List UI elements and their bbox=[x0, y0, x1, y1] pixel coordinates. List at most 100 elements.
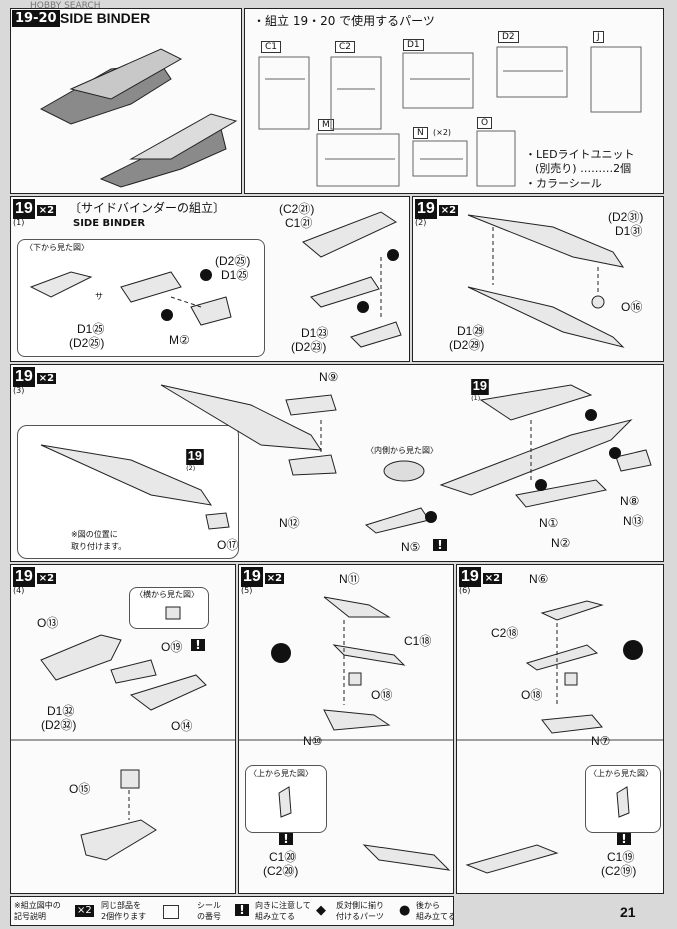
part-label: N⑫ bbox=[279, 516, 300, 530]
led-note-1: ・LEDライトユニット bbox=[525, 148, 635, 161]
legend-text: シール bbox=[197, 901, 221, 910]
step-badge: 19×2 (1) bbox=[13, 199, 57, 227]
step-19-4-diagram bbox=[11, 606, 235, 861]
runner-o: O bbox=[477, 117, 493, 129]
part-label: D1㉕ bbox=[221, 268, 249, 282]
part-label: D1㉜ bbox=[47, 704, 75, 718]
inset-caption: 〈下から見た図〉 bbox=[25, 243, 89, 252]
part-label: C1⑲ bbox=[607, 850, 635, 864]
part-label: D1㉕ bbox=[77, 322, 105, 336]
step-badge: 19×2 (6) bbox=[459, 567, 503, 595]
part-label: O⑯ bbox=[621, 300, 643, 314]
step-19-4-panel: 19×2 (4) 〈横から見た図〉 O⑬ O⑲ ! D1㉜ (D2㉜) O⑭ O… bbox=[10, 564, 236, 894]
part-label: N⑪ bbox=[339, 572, 360, 586]
legend-text: の番号 bbox=[197, 912, 221, 921]
part-label: (D2㉜) bbox=[41, 718, 77, 732]
part-label: D1㉓ bbox=[301, 326, 329, 340]
legend-title: 記号説明 bbox=[14, 912, 46, 921]
step-19-5-panel: 19×2 (5) 〈上から見た図〉 N⑪ C1⑱ O⑱ N⑩ ! C1⑳ (C2… bbox=[238, 564, 454, 894]
runner-n: N bbox=[413, 127, 428, 139]
part-label: M② bbox=[169, 333, 190, 347]
part-label: C1⑳ bbox=[269, 850, 297, 864]
seal-label: サ bbox=[95, 292, 103, 301]
legend-text: 組み立てる bbox=[416, 912, 454, 921]
legend-text: 2個作ります bbox=[101, 912, 147, 921]
opposite-side-icon: ◆ bbox=[316, 903, 326, 918]
ref-badge: 19(2) bbox=[186, 449, 204, 472]
part-label: (C2㉑) bbox=[279, 202, 315, 216]
inset-caption: 〈上から見た図〉 bbox=[249, 769, 313, 778]
part-label: (D2㉕) bbox=[215, 254, 251, 268]
step-badge: 19×2 (4) bbox=[13, 567, 57, 595]
parts-box-title: ・組立 19・20 で使用するパーツ bbox=[253, 14, 435, 28]
legend-text: 反対側に揃り bbox=[336, 901, 384, 910]
legend-title: ※組立図中の bbox=[14, 901, 61, 910]
step-19-1-panel: 19×2 (1) 〔サイドバインダーの組立〕 SIDE BINDER 〈下から見… bbox=[10, 196, 410, 362]
step-badge: 19×2 (2) bbox=[415, 199, 459, 227]
part-label: N② bbox=[551, 536, 571, 550]
section-number: 19-20 bbox=[12, 10, 60, 27]
part-label: D1㉙ bbox=[457, 324, 485, 338]
part-label: D1㉛ bbox=[615, 224, 643, 238]
part-label: N⑥ bbox=[529, 572, 549, 586]
color-seal-note: ・カラーシール bbox=[525, 177, 602, 190]
part-label: O⑱ bbox=[371, 688, 393, 702]
runner-n-mult: (×2) bbox=[433, 128, 452, 137]
part-label: O⑱ bbox=[521, 688, 543, 702]
step-badge: 19×2 (3) bbox=[13, 367, 57, 395]
position-note-1: ※図の位置に bbox=[71, 530, 118, 539]
parts-box: ・組立 19・20 で使用するパーツ C1 C2 D1 D2 J M N (×2… bbox=[244, 8, 664, 194]
part-label: C1⑱ bbox=[404, 634, 432, 648]
part-label: (D2㉕) bbox=[69, 336, 105, 350]
section-title: SIDE BINDER bbox=[60, 10, 151, 26]
step-19-3-diagram bbox=[40, 384, 652, 534]
side-binder-illustration bbox=[39, 48, 238, 188]
step-title: 〔サイドバインダーの組立〕 bbox=[69, 201, 226, 215]
step-19-2-panel: 19×2 (2) (D2㉛) D1㉛ O⑯ D1㉙ (D2㉙) bbox=[412, 196, 664, 362]
part-label: N⑦ bbox=[591, 734, 611, 748]
caution-icon: ! bbox=[235, 904, 249, 916]
later-assembly-icon: ● bbox=[399, 903, 411, 918]
runner-d1: D1 bbox=[403, 39, 424, 51]
step-19-6-diagram bbox=[457, 600, 663, 874]
step-badge: 19×2 (5) bbox=[241, 567, 285, 595]
runner-m: M bbox=[318, 119, 334, 131]
step-19-1-diagram bbox=[29, 211, 402, 348]
legend-text: 後から bbox=[416, 901, 440, 910]
step-subtitle: SIDE BINDER bbox=[73, 218, 146, 229]
caution-icon: ! bbox=[279, 833, 293, 845]
step-19-3-panel: 19×2 (3) N⑨ N⑫ O⑰ N⑧ N① N⑬ N② N⑤ 19(2) 1… bbox=[10, 364, 664, 562]
part-label: C2⑱ bbox=[491, 626, 519, 640]
caution-icon: ! bbox=[433, 539, 447, 551]
caution-icon: ! bbox=[617, 833, 631, 845]
part-label: N① bbox=[539, 516, 559, 530]
step-19-5-diagram bbox=[239, 596, 453, 871]
runner-sprues bbox=[258, 46, 642, 187]
runner-c2: C2 bbox=[335, 41, 356, 53]
legend-text: 向きに注意して bbox=[255, 901, 311, 910]
part-label: O⑲ bbox=[161, 640, 183, 654]
legend-text: 同じ部品を bbox=[101, 901, 141, 910]
part-label: N⑩ bbox=[303, 734, 323, 748]
led-note-2: (別売り) ………2個 bbox=[535, 162, 632, 175]
part-label: O⑬ bbox=[37, 616, 59, 630]
part-label: (D2㉙) bbox=[449, 338, 485, 352]
step-19-2-diagram bbox=[467, 214, 625, 348]
part-label: O⑭ bbox=[171, 719, 193, 733]
part-label: (C2⑳) bbox=[263, 864, 299, 878]
header-illustration-panel bbox=[10, 8, 242, 194]
inset-caption: 〈上から見た図〉 bbox=[589, 769, 653, 778]
symbol-legend: ※組立図中の 記号説明 ×2 同じ部品を 2個作ります シール の番号 ! 向き… bbox=[10, 896, 454, 926]
legend-text: 付けるパーツ bbox=[336, 912, 384, 921]
runner-d2: D2 bbox=[498, 31, 519, 43]
step-19-6-panel: 19×2 (6) 〈上から見た図〉 N⑥ C2⑱ O⑱ N⑦ ! C1⑲ (C2… bbox=[456, 564, 664, 894]
runner-c1: C1 bbox=[261, 41, 282, 53]
part-label: (D2㉛) bbox=[608, 210, 644, 224]
part-label: O⑰ bbox=[217, 538, 239, 552]
part-label: N⑬ bbox=[623, 514, 644, 528]
part-label: N⑤ bbox=[401, 540, 421, 554]
position-note-2: 取り付けます。 bbox=[71, 542, 127, 551]
inner-view-caption: 〈内側から見た図〉 bbox=[366, 446, 438, 455]
seal-icon bbox=[163, 905, 179, 919]
part-label: (D2㉓) bbox=[291, 340, 327, 354]
